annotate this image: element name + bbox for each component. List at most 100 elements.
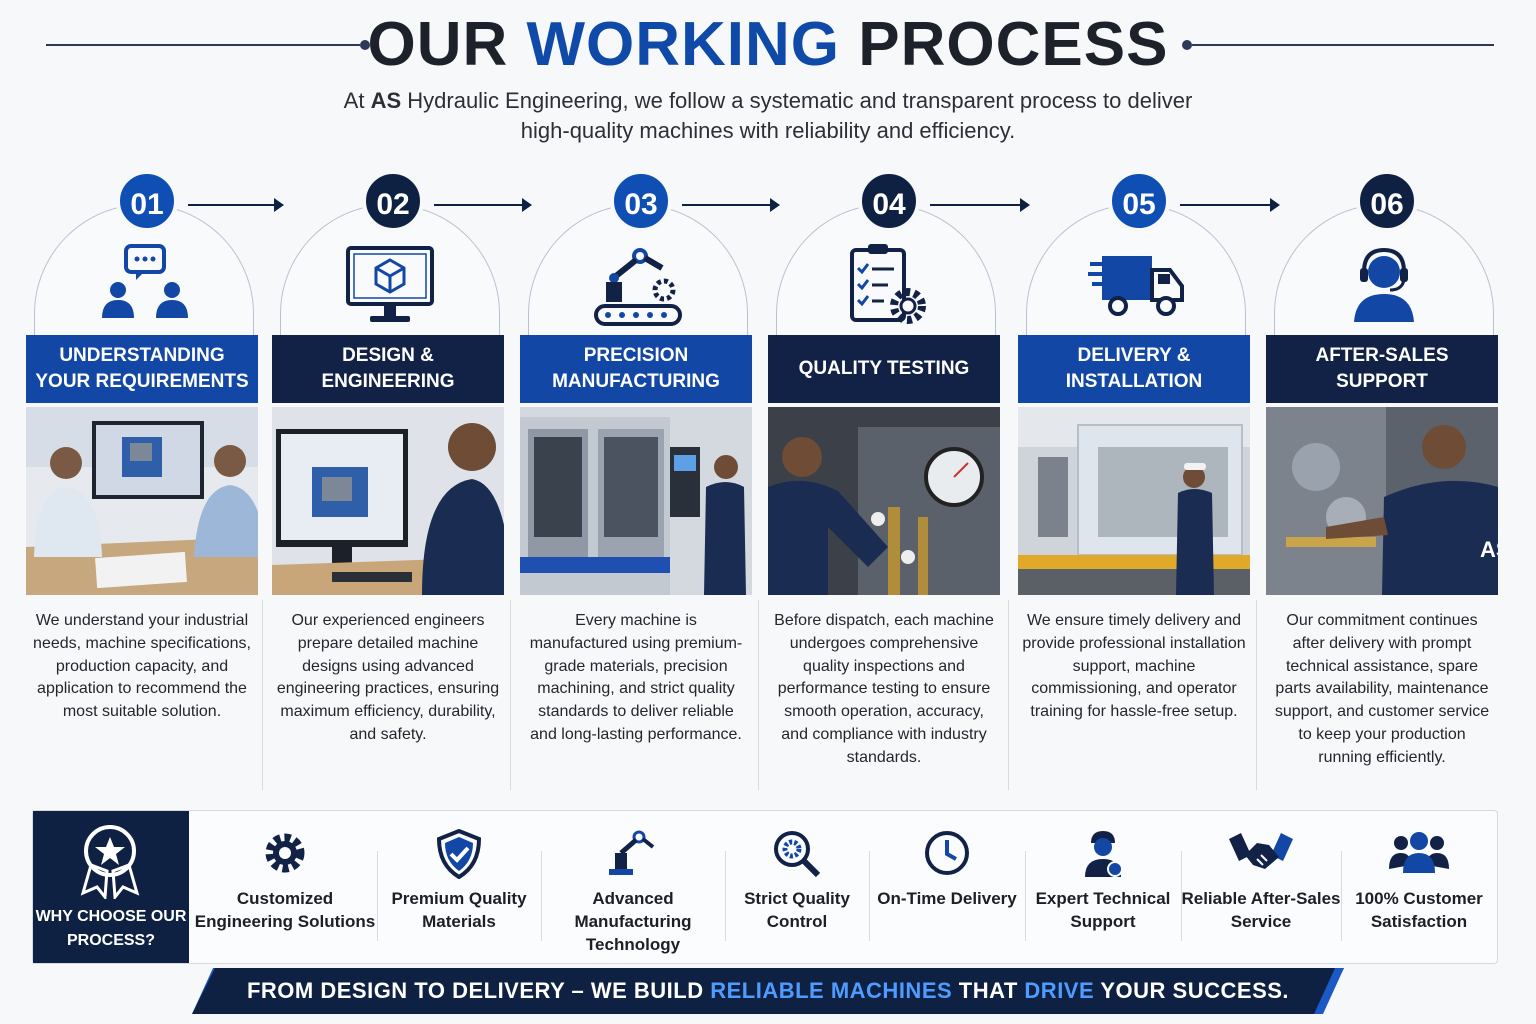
column-divider (1256, 600, 1257, 790)
feature-label: Expert Technical Support (1035, 889, 1171, 931)
step-title: DESIGN & ENGINEERING (272, 335, 504, 403)
step-title: AFTER-SALES SUPPORT (1266, 335, 1498, 403)
feature-label: Reliable After-Sales Service (1181, 889, 1341, 931)
step-description: We ensure timely delivery and provide pr… (1022, 612, 1246, 721)
footer-banner (192, 968, 1344, 1014)
feature-item: Reliable After-Sales Service (1181, 811, 1341, 963)
step-arrow (188, 198, 284, 212)
column-divider (1008, 600, 1009, 790)
step-number-badge: 02 (362, 170, 424, 232)
pressure-testing-photo (768, 407, 1000, 595)
robot-arm-icon (594, 248, 682, 326)
title-dot-left (360, 40, 370, 50)
cnc-machine-photo (520, 407, 752, 595)
step-description: Our experienced engineers prepare detail… (276, 612, 500, 743)
banner-part3: YOUR SUCCESS. (1094, 978, 1290, 1003)
step-number-badge: 06 (1356, 170, 1418, 232)
footer-banner-text: FROM DESIGN TO DELIVERY – WE BUILD RELIA… (192, 968, 1344, 1014)
feature-divider (541, 851, 542, 941)
shirt-logo-text: AS (1480, 537, 1498, 562)
why-choose-panel: WHY CHOOSE OUR PROCESS? Customized Engin… (32, 810, 1498, 964)
feature-label: On-Time Delivery (877, 889, 1017, 908)
checklist-gear-icon (850, 244, 926, 324)
step-description: Our commitment continues after delivery … (1274, 612, 1490, 766)
title-divider-left (46, 44, 360, 46)
banner-highlight-1: RELIABLE MACHINES (710, 978, 953, 1003)
step-arrow (434, 198, 532, 212)
step-description: Before dispatch, each machine undergoes … (774, 612, 994, 766)
step-title: UNDERSTANDING YOUR REQUIREMENTS (26, 335, 258, 403)
headset-support-icon (1354, 247, 1414, 322)
people-group-icon (1389, 832, 1449, 873)
feature-divider (377, 851, 378, 941)
handshake-icon (1229, 833, 1293, 869)
why-choose-box: WHY CHOOSE OUR PROCESS? (33, 811, 189, 963)
step-number-badge: 04 (858, 170, 920, 232)
step-number-badge: 05 (1108, 170, 1170, 232)
engineer-cad-photo (272, 407, 504, 595)
shield-check-icon (436, 829, 482, 879)
technician-service-photo: AS (1266, 407, 1498, 595)
why-choose-title: WHY CHOOSE OUR PROCESS? (35, 908, 187, 949)
step-title: PRECISION MANUFACTURING (520, 335, 752, 403)
feature-divider (1025, 851, 1026, 941)
subtitle-brand: AS (370, 88, 402, 113)
clock-icon (925, 831, 969, 875)
title-part2: PROCESS (840, 10, 1169, 79)
feature-divider (725, 851, 726, 941)
step-card-6: 06 AFTER-SALES SUPPORT AS Our commitment… (1266, 170, 1498, 800)
feature-item: Customized Engineering Solutions (193, 811, 377, 963)
step-card-5: 05 DELIVERY & INSTALLATION We ensure tim… (1018, 170, 1250, 800)
column-divider (262, 600, 263, 790)
feature-item: Premium Quality Materials (377, 811, 541, 963)
technician-icon (1085, 831, 1123, 877)
feature-item: 100% Customer Satisfaction (1341, 811, 1497, 963)
feature-divider (1181, 851, 1182, 941)
page-header: OUR WORKING PROCESS At AS Hydraulic Engi… (0, 0, 1536, 160)
step-number-badge: 03 (610, 170, 672, 232)
feature-item: Expert Technical Support (1025, 811, 1181, 963)
cad-design-icon (346, 246, 434, 322)
feature-divider (1341, 851, 1342, 941)
subtitle-rest: Hydraulic Engineering, we follow a syste… (401, 88, 1193, 143)
title-divider-right (1192, 44, 1494, 46)
feature-item: Advanced Manufacturing Technology (541, 811, 725, 963)
step-arrow (682, 198, 780, 212)
subtitle-lead: At (343, 88, 371, 113)
feature-label: Advanced Manufacturing Technology (574, 889, 692, 954)
feature-item: On-Time Delivery (869, 811, 1025, 963)
page-title: OUR WORKING PROCESS (0, 10, 1536, 80)
step-title: DELIVERY & INSTALLATION (1018, 335, 1250, 403)
title-accent: WORKING (526, 10, 841, 79)
step-arrow (930, 198, 1030, 212)
feature-label: 100% Customer Satisfaction (1355, 889, 1483, 931)
banner-part1: FROM DESIGN TO DELIVERY – WE BUILD (246, 978, 711, 1003)
step-description: Every machine is manufactured using prem… (529, 612, 743, 743)
gear-icon (265, 833, 305, 873)
banner-part2: THAT (952, 978, 1025, 1003)
column-divider (510, 600, 511, 790)
title-dot-right (1182, 40, 1192, 50)
feature-label: Customized Engineering Solutions (194, 889, 376, 931)
step-description: We understand your industrial needs, mac… (33, 612, 251, 721)
step-card-3: 03 PRECISION MANUFACTURING Every machine… (520, 170, 752, 800)
magnifier-gear-icon (774, 831, 821, 878)
client-meeting-photo (26, 407, 258, 595)
title-part1: OUR (367, 10, 527, 79)
feature-item: Strict Quality Control (725, 811, 869, 963)
banner-highlight-2: DRIVE (1024, 978, 1095, 1003)
step-card-1: 01 UNDERSTANDING YOUR REQUIREMENTS We un… (26, 170, 258, 800)
consultation-icon (102, 244, 188, 318)
step-title: QUALITY TESTING (768, 335, 1000, 403)
feature-label: Strict Quality Control (744, 889, 850, 931)
process-steps: 01 UNDERSTANDING YOUR REQUIREMENTS We un… (0, 170, 1536, 800)
step-number-badge: 01 (116, 170, 178, 232)
page-subtitle: At AS Hydraulic Engineering, we follow a… (318, 86, 1218, 146)
robot-arm-icon (609, 830, 655, 875)
feature-label: Premium Quality Materials (391, 889, 527, 931)
truck-icon (1088, 256, 1184, 316)
award-ribbon-icon (80, 825, 140, 899)
column-divider (758, 600, 759, 790)
feature-divider (869, 851, 870, 941)
step-card-2: 02 DESIGN & ENGINEERING Our experienced … (272, 170, 504, 800)
